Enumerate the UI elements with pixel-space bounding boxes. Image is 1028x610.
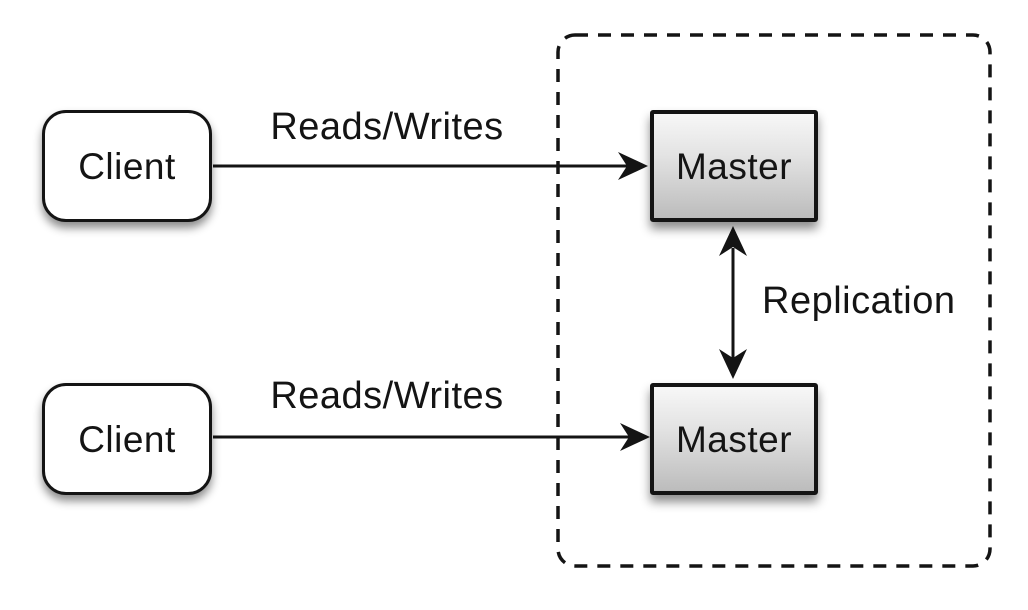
reads-writes-arrow-top: [213, 152, 648, 180]
replication-label: Replication: [762, 280, 956, 322]
reads-writes-label-bottom: Reads/Writes: [270, 375, 504, 417]
replication-arrow: [719, 226, 747, 379]
client-node-bottom: Client: [42, 383, 212, 495]
master-node-top-label: Master: [675, 145, 793, 187]
reads-writes-label-top: Reads/Writes: [270, 106, 504, 148]
replication-group-boundary: [556, 33, 992, 568]
master-node-bottom: Master: [650, 383, 818, 495]
master-node-top: Master: [650, 110, 818, 222]
client-node-top-label: Client: [78, 145, 176, 187]
master-node-bottom-label: Master: [675, 418, 793, 460]
reads-writes-arrow-bottom: [213, 423, 650, 451]
client-node-bottom-label: Client: [78, 418, 176, 460]
client-node-top: Client: [42, 110, 212, 222]
